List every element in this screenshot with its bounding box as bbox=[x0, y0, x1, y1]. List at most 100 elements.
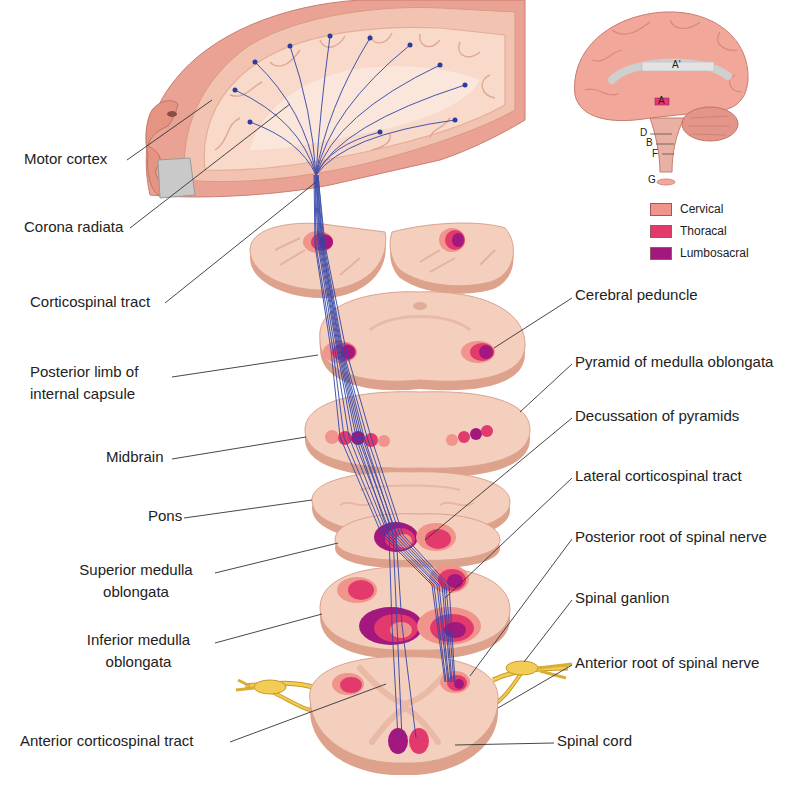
leader-line bbox=[215, 543, 338, 573]
neuron-dot bbox=[463, 83, 468, 88]
leader-line bbox=[524, 600, 572, 662]
tract-thoracal bbox=[447, 675, 467, 691]
spinal-cord-slice bbox=[236, 657, 572, 775]
inset-cerebellum bbox=[682, 107, 738, 141]
leader-line bbox=[127, 100, 212, 160]
legend-text: Lumbosacral bbox=[680, 246, 749, 260]
eye bbox=[167, 111, 177, 117]
legend-item: Cervical bbox=[650, 198, 749, 220]
inset-cerebrum bbox=[575, 12, 749, 121]
part-label: Anterior corticospinal tract bbox=[20, 730, 193, 752]
inset-letter: A bbox=[658, 94, 665, 109]
tract-lumbosacral bbox=[452, 233, 464, 247]
leader-line bbox=[445, 478, 572, 598]
neuron-dot bbox=[248, 120, 253, 125]
leader-line bbox=[498, 665, 572, 708]
inset-corpus-callosum bbox=[612, 62, 728, 80]
uncrossed-fibre bbox=[316, 175, 398, 738]
tract-thoracal bbox=[374, 614, 418, 642]
tract-thoracal bbox=[458, 431, 470, 443]
tract-thoracal bbox=[409, 728, 429, 754]
spinal-nerve bbox=[236, 680, 254, 690]
part-label: Superior medulla oblongata bbox=[56, 559, 216, 603]
leader-line bbox=[230, 684, 386, 742]
cortex-neurons bbox=[233, 34, 468, 135]
neuron-dot bbox=[233, 88, 238, 93]
slice-top bbox=[390, 223, 513, 286]
leader-line bbox=[130, 104, 290, 228]
head-section bbox=[146, 0, 525, 198]
tract-lumbosacral bbox=[479, 345, 493, 359]
slice-top bbox=[305, 392, 530, 469]
crossing-fibre bbox=[317, 175, 452, 682]
inset-letter: F bbox=[652, 147, 658, 162]
uncrossed-fibre bbox=[317, 175, 416, 738]
neuron-dot bbox=[438, 63, 443, 68]
leader-line bbox=[470, 539, 572, 676]
inset-cerebellum-folia bbox=[688, 116, 730, 135]
neuron-dot bbox=[368, 36, 373, 41]
tract-lumbosacral bbox=[359, 607, 423, 645]
tract-cervical bbox=[332, 673, 364, 695]
part-label: Pons bbox=[148, 505, 182, 527]
part-label: Spinal ganlion bbox=[575, 587, 669, 609]
cortical-fibre bbox=[255, 62, 316, 175]
neuron-dot bbox=[408, 43, 413, 48]
tract-thoracal bbox=[470, 343, 494, 361]
part-label: Inferior medulla oblongata bbox=[60, 629, 217, 673]
tract-thoracal bbox=[425, 529, 451, 549]
spinal-ganglion bbox=[506, 661, 538, 675]
aqueduct bbox=[413, 302, 427, 310]
leader-line bbox=[520, 364, 572, 412]
inset-cord-section bbox=[657, 179, 675, 185]
brain-gyri bbox=[215, 33, 495, 150]
corticospinal-fibres bbox=[235, 36, 465, 738]
neuron-dot bbox=[253, 60, 258, 65]
part-label: Decussation of pyramids bbox=[575, 405, 739, 427]
cortical-fibre bbox=[250, 122, 316, 175]
leader-line bbox=[494, 298, 572, 348]
leader-line bbox=[165, 182, 316, 303]
tract-lumbosacral bbox=[454, 679, 464, 689]
inset-letter: B bbox=[646, 136, 653, 151]
part-label: Cerebral peduncle bbox=[575, 284, 698, 306]
tract-thoracal bbox=[348, 580, 374, 600]
neuron-dot bbox=[453, 118, 458, 123]
cortical-fibre bbox=[316, 132, 380, 175]
tract-cervical bbox=[337, 577, 377, 603]
legend-swatch bbox=[650, 225, 672, 238]
part-label: Spinal cord bbox=[557, 730, 632, 752]
slice-top bbox=[310, 657, 498, 763]
tract-cervical bbox=[446, 434, 458, 446]
crossing-fibre bbox=[315, 175, 448, 682]
part-label: Midbrain bbox=[106, 446, 164, 468]
leader-line bbox=[455, 743, 554, 745]
inset-letter: A' bbox=[672, 58, 681, 73]
slice-top bbox=[320, 567, 510, 650]
slice-top bbox=[320, 292, 525, 381]
tract-thoracal bbox=[445, 230, 465, 250]
cortical-fibre bbox=[316, 85, 465, 175]
part-label: Pyramid of medulla oblongata bbox=[575, 351, 773, 373]
pontine-nuclei bbox=[340, 486, 474, 506]
scalp bbox=[146, 0, 525, 197]
leader-line bbox=[172, 437, 306, 459]
inset-letter: G bbox=[648, 173, 656, 188]
legend-swatch bbox=[650, 203, 672, 216]
cortical-fibre bbox=[316, 38, 370, 175]
tract-cervical bbox=[461, 341, 495, 363]
part-label: Posterior limb of internal capsule bbox=[30, 361, 180, 405]
tract-cervical bbox=[390, 622, 412, 638]
tract-lumbosacral bbox=[470, 428, 482, 440]
neuron-dot bbox=[328, 34, 333, 39]
spinal-ganglion bbox=[254, 680, 286, 694]
spinal-nerve bbox=[538, 664, 572, 678]
legend-text: Cervical bbox=[680, 202, 723, 216]
gray-matter bbox=[360, 668, 450, 742]
part-label: Anterior root of spinal nerve bbox=[575, 652, 759, 674]
part-label: Posterior root of spinal nerve bbox=[575, 526, 767, 548]
legend-swatch bbox=[650, 247, 672, 260]
inset-brain bbox=[575, 12, 749, 185]
legend-item: Thoracal bbox=[650, 220, 749, 242]
